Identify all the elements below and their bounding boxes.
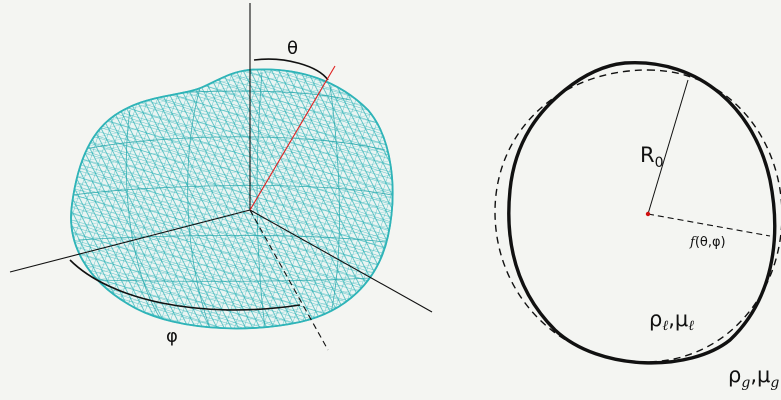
cross-section [494,61,781,365]
phi-arc [69,259,301,311]
radius-line [647,79,689,215]
perturbation-line [647,213,771,237]
theta-arc [253,58,329,81]
x-axis [9,209,251,273]
liquid-properties-label: ρℓ,μℓ [649,307,694,334]
radius-label: R0 [640,143,664,171]
perturbed-interface [507,61,777,365]
normal-direction-line [249,65,336,211]
y-axis [249,209,433,313]
projection-dashed-line [249,209,329,351]
radius-subscript: 0 [655,155,664,171]
theta-label: θ [287,38,298,59]
mesh-droplet [70,68,394,330]
gas-properties-label: ρg,μg [728,363,779,391]
coordinate-axes [9,3,433,351]
center-point [645,211,651,217]
perturbation-label: f(θ,φ) [689,235,726,250]
phi-label: φ [166,326,178,347]
